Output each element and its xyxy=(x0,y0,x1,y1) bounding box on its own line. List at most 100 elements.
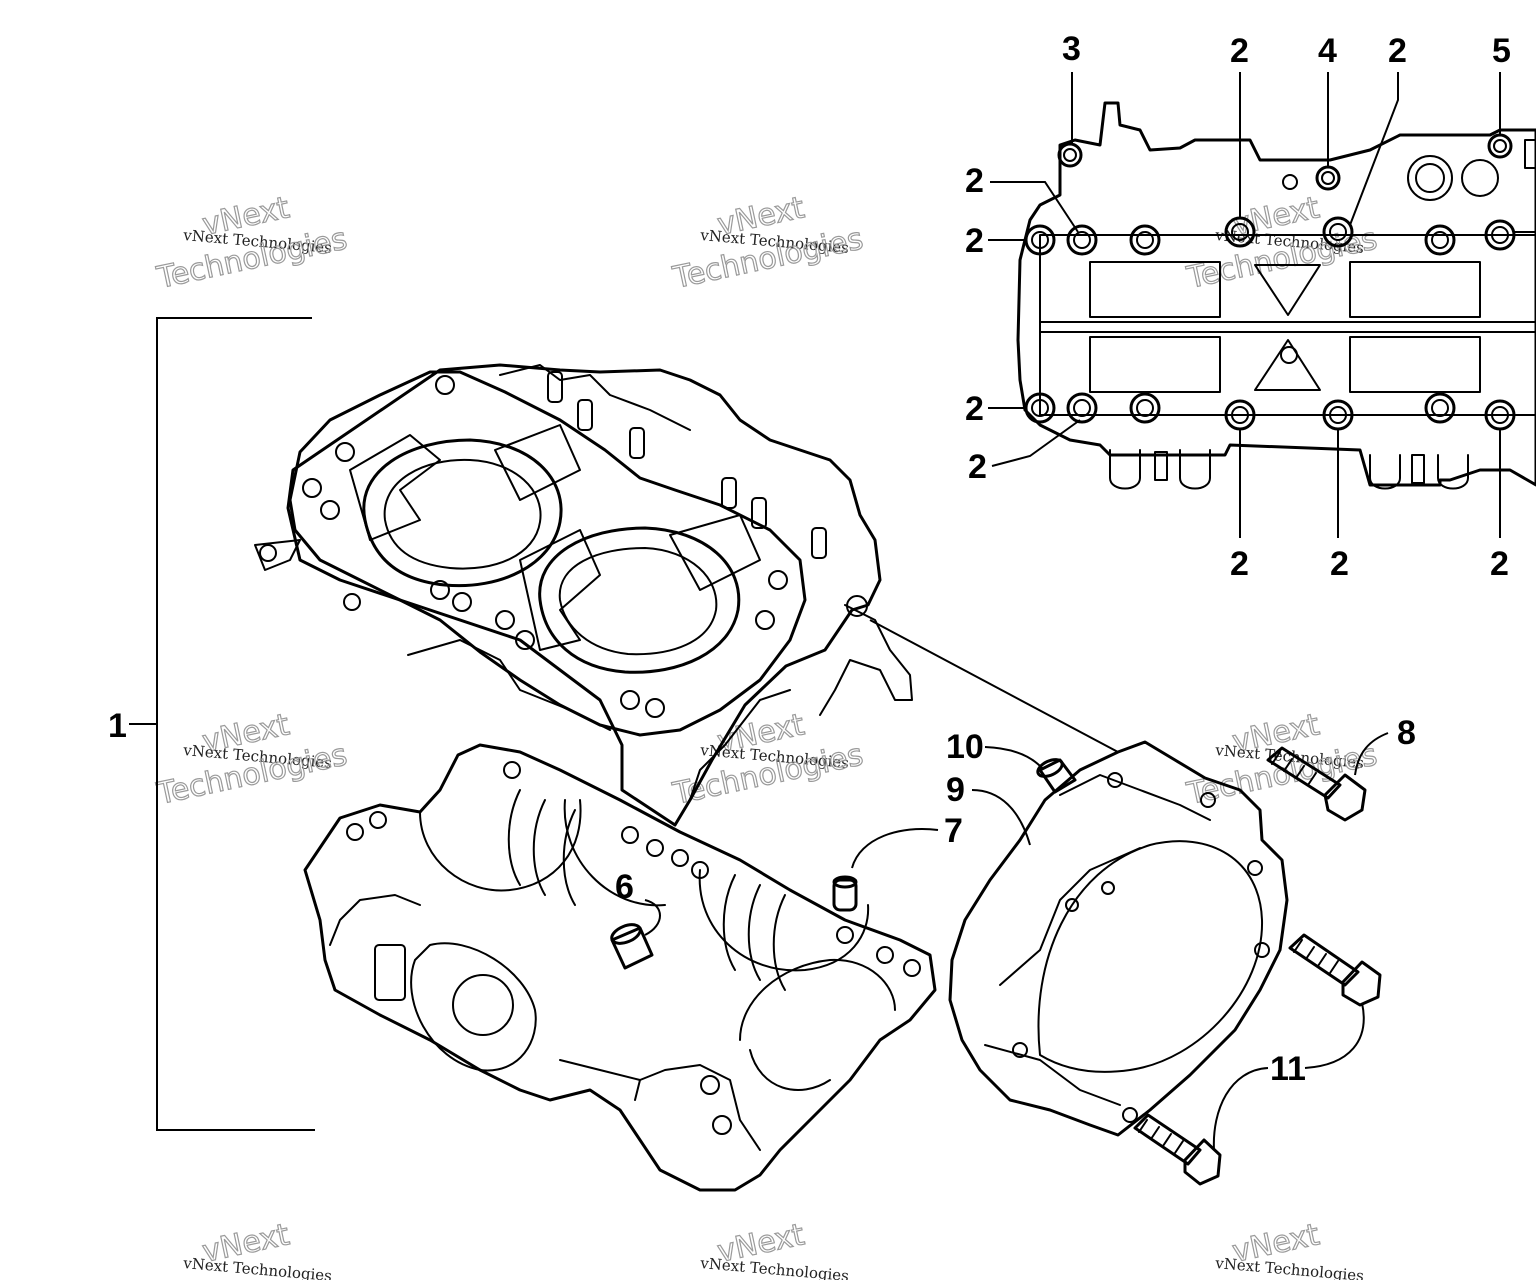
inset-wedge-top xyxy=(1254,264,1321,316)
watermark-top-center: vNext vNext Technologies Technologies xyxy=(669,190,867,297)
cap-screw-8 xyxy=(1266,732,1389,822)
screw-thread xyxy=(1293,939,1339,974)
lower-crankcase xyxy=(303,743,937,1192)
inset-outline xyxy=(1016,101,1536,487)
callout-7: 7 xyxy=(944,812,963,850)
bolt-hole xyxy=(836,926,854,944)
bolt-hole xyxy=(452,592,472,612)
bolt-hole xyxy=(495,610,515,630)
bolt-boss xyxy=(1224,399,1256,431)
bolt-hole xyxy=(515,630,535,650)
bolt-hole xyxy=(430,580,450,600)
callout-11: 11 xyxy=(1270,1050,1306,1088)
inset-center-hole xyxy=(1280,346,1298,364)
cap-screw-11-upper xyxy=(1288,933,1382,1007)
bolt-boss xyxy=(1066,392,1098,424)
upper-main-bearing xyxy=(819,604,913,716)
inset-chamber xyxy=(1349,261,1481,318)
leader-9 xyxy=(971,789,1031,846)
bolt-hole xyxy=(903,959,921,977)
screw-thread xyxy=(1271,751,1317,786)
upper-crankcase xyxy=(254,363,913,827)
bolt-hole xyxy=(755,610,775,630)
bolt-hole xyxy=(1491,406,1509,424)
outlet-pipe xyxy=(1437,454,1469,490)
bolt-boss xyxy=(1484,399,1516,431)
bolt-hole xyxy=(1200,792,1216,808)
leader-8 xyxy=(1354,732,1389,776)
bolt-hole xyxy=(671,849,689,867)
upper-case-outline xyxy=(286,363,882,827)
bolt-hole xyxy=(768,570,788,590)
web-curve xyxy=(507,789,521,886)
inset-chamber xyxy=(1089,336,1221,393)
watermark-top-left: vNext vNext Technologies Technologies xyxy=(153,190,351,297)
web-curve xyxy=(772,894,786,991)
cylinder-bore-1 xyxy=(362,438,563,588)
lower-case-bolt-holes xyxy=(346,761,921,977)
bolt-hole xyxy=(346,823,364,841)
bolt-hole xyxy=(1122,1107,1138,1123)
bolt-hole xyxy=(1136,399,1154,417)
flange-rib xyxy=(1059,774,1211,821)
bolt-hole xyxy=(369,811,387,829)
outlet-pipe xyxy=(1179,449,1211,490)
inset-port xyxy=(1461,159,1499,197)
upper-case-back-edge xyxy=(499,364,691,431)
sleeve-body xyxy=(832,878,858,912)
watermark-mid-left: vNext vNext Technologies Technologies xyxy=(153,707,351,813)
lower-front-bore xyxy=(712,1115,732,1135)
flange-rib xyxy=(999,847,1141,986)
inset-chamber xyxy=(1349,336,1481,393)
bolt-hole xyxy=(1254,942,1270,958)
lower-case-edge xyxy=(329,894,421,946)
bolt-hole xyxy=(1247,860,1263,876)
screw-shank xyxy=(1133,1113,1202,1166)
callout-8: 8 xyxy=(1397,714,1416,752)
lower-saddle-1 xyxy=(419,799,582,892)
upper-case-gasket-face xyxy=(288,370,807,737)
leader-11a xyxy=(1304,1002,1365,1069)
transfer-port-2b xyxy=(669,514,761,591)
leader-7 xyxy=(851,828,939,869)
lower-saddle-4 xyxy=(739,958,896,1041)
callout-5: 5 xyxy=(1492,32,1511,70)
inset-port xyxy=(1407,155,1453,201)
stud-3 xyxy=(629,427,645,459)
lower-side-flange xyxy=(374,944,406,1001)
lower-side-cover xyxy=(410,942,537,1072)
watermark-layer: vNext vNext Technologies Technologies vN… xyxy=(153,190,1381,1280)
watermark-bottom-right: vNext vNext Technologies xyxy=(1214,1217,1365,1280)
upper-case-pin-mid xyxy=(343,593,361,611)
upper-case-boss-left xyxy=(254,539,301,571)
leader-11b xyxy=(1212,1067,1269,1151)
callout-1: 1 xyxy=(108,707,127,745)
upper-bearing-arc xyxy=(689,689,791,801)
inset-outlet-pipes xyxy=(1109,449,1469,490)
bolt-hole xyxy=(1231,406,1249,424)
dowel-pin-6 xyxy=(610,899,661,970)
lower-case-edge xyxy=(559,1059,641,1081)
callout-2: 2 xyxy=(965,390,984,428)
bolt-boss xyxy=(1424,392,1456,424)
dowel-end xyxy=(1036,758,1064,778)
bolt-boss xyxy=(1484,219,1516,251)
callout-2: 2 xyxy=(1330,545,1349,583)
callout-2: 2 xyxy=(1490,545,1509,583)
web-curve xyxy=(532,799,546,896)
flange-inner-ring xyxy=(1037,840,1264,1073)
callout-2: 2 xyxy=(1230,545,1249,583)
upper-main-bore xyxy=(846,595,868,617)
callout-2: 2 xyxy=(965,162,984,200)
bolt-hole xyxy=(1101,881,1115,895)
screw-head xyxy=(1323,773,1367,822)
bolt-boss xyxy=(1129,392,1161,424)
lower-front-bore xyxy=(700,1075,720,1095)
cap-screw-11-lower xyxy=(1133,1113,1222,1186)
transfer-port-1a xyxy=(349,434,441,541)
outlet-pipe xyxy=(1369,454,1401,490)
callout-10: 10 xyxy=(946,728,984,766)
callout-2: 2 xyxy=(1388,32,1407,70)
bolt-hole xyxy=(1431,231,1449,249)
dowel-pin-10 xyxy=(984,746,1077,794)
